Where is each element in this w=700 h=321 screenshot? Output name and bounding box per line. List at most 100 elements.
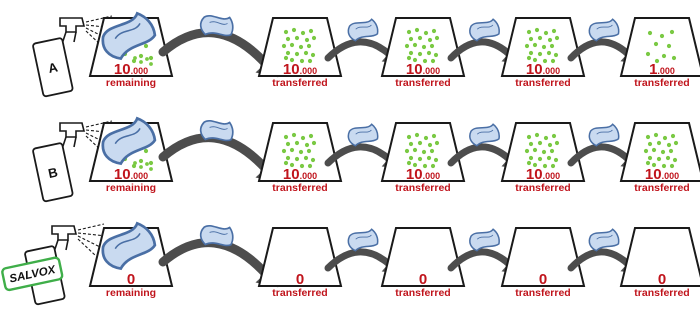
wipe-shape xyxy=(347,228,379,252)
germ-dot xyxy=(528,50,534,56)
germ-dot xyxy=(285,50,291,56)
surface-tray xyxy=(257,227,343,287)
count-value: 10.000 xyxy=(645,166,679,183)
wipe-fold xyxy=(114,232,141,250)
count-major: 10 xyxy=(114,61,131,78)
germ-dot xyxy=(549,43,555,49)
wipe-fold xyxy=(355,129,372,135)
germ-dot xyxy=(307,58,313,64)
wipe-shape xyxy=(347,18,379,42)
bottle-body: SALVOX xyxy=(1,245,66,306)
spray-mist xyxy=(77,223,105,231)
germ-dot xyxy=(434,35,440,41)
status-label: remaining xyxy=(106,77,156,89)
germ-dot xyxy=(306,148,312,154)
germ-dot xyxy=(429,43,435,49)
germ-dot xyxy=(671,55,677,61)
germ-dot xyxy=(430,163,436,169)
wipe-cloth xyxy=(347,123,379,147)
germ-dot xyxy=(303,155,309,161)
germ-dot xyxy=(310,157,316,163)
wipe-fold xyxy=(596,129,613,135)
germ-dot xyxy=(417,35,423,41)
wipe-cloth xyxy=(469,18,500,42)
wipe-fold xyxy=(209,126,228,130)
germ-dot xyxy=(145,162,149,166)
wipe-shape xyxy=(347,123,379,147)
germ-dot xyxy=(308,133,314,139)
count-major: 0 xyxy=(658,271,666,288)
germ-dot xyxy=(417,156,423,162)
status-label: transferred xyxy=(272,77,327,89)
wipe-fold xyxy=(355,234,372,240)
status-label: transferred xyxy=(395,287,450,299)
germ-dot xyxy=(149,62,153,66)
germ-dot xyxy=(542,58,548,64)
wipe-cloth xyxy=(588,18,620,42)
germ-dot xyxy=(431,28,437,34)
transfer-arrow xyxy=(324,248,393,272)
germ-dot xyxy=(139,165,143,169)
germ-dot xyxy=(412,147,418,153)
germ-dot xyxy=(300,30,306,36)
germ-dot xyxy=(289,57,295,63)
germ-dot xyxy=(143,148,149,154)
count-major: 0 xyxy=(296,271,304,288)
germ-dot xyxy=(551,133,557,139)
germ-dot xyxy=(285,36,291,42)
germ-dot xyxy=(651,162,657,168)
transfer-arrow xyxy=(447,143,513,167)
germ-dot xyxy=(532,162,538,168)
count-minor: .000 xyxy=(543,171,561,181)
germ-dot xyxy=(414,27,420,33)
status-label: transferred xyxy=(515,77,570,89)
transfer-arrow xyxy=(567,143,632,167)
count-major: 10 xyxy=(283,61,300,78)
wipe-shape xyxy=(101,221,157,271)
germ-dot xyxy=(645,51,651,57)
count-value: 0 xyxy=(539,271,547,288)
germ-dot xyxy=(145,57,149,61)
transfer-arrow xyxy=(158,238,271,279)
wipe-fold xyxy=(355,24,372,30)
spray-neck xyxy=(53,239,69,253)
count-minor: .000 xyxy=(543,66,561,76)
germ-dot xyxy=(429,148,435,154)
wipe-cloth xyxy=(199,15,234,37)
count-major: 0 xyxy=(539,271,547,288)
germ-dot xyxy=(547,37,553,43)
germ-dot xyxy=(283,134,289,140)
count-major: 10 xyxy=(406,166,423,183)
wipe-fold xyxy=(596,24,613,30)
germ-dot xyxy=(528,141,534,147)
germ-dot xyxy=(553,52,559,58)
germ-dot xyxy=(289,147,295,153)
germ-dot xyxy=(534,132,540,138)
wipe-fold xyxy=(114,127,141,145)
transfer-arrow xyxy=(447,38,513,62)
wipe-shape xyxy=(199,15,234,37)
germ-dot xyxy=(526,29,532,35)
germ-dot xyxy=(412,162,418,168)
germ-dot xyxy=(294,140,300,146)
wipe-cloth xyxy=(469,123,500,147)
germ-dot xyxy=(541,44,547,50)
germ-dot xyxy=(306,43,312,49)
germ-dot xyxy=(660,149,666,155)
count-value: 1.000 xyxy=(649,61,675,78)
germ-dot xyxy=(421,149,427,155)
germ-dot xyxy=(524,43,530,49)
germ-dot xyxy=(554,35,560,41)
count-minor: .000 xyxy=(300,66,318,76)
count-minor: .000 xyxy=(423,171,441,181)
status-label: transferred xyxy=(515,287,570,299)
germ-dot xyxy=(668,148,674,154)
germ-dot xyxy=(666,43,672,49)
